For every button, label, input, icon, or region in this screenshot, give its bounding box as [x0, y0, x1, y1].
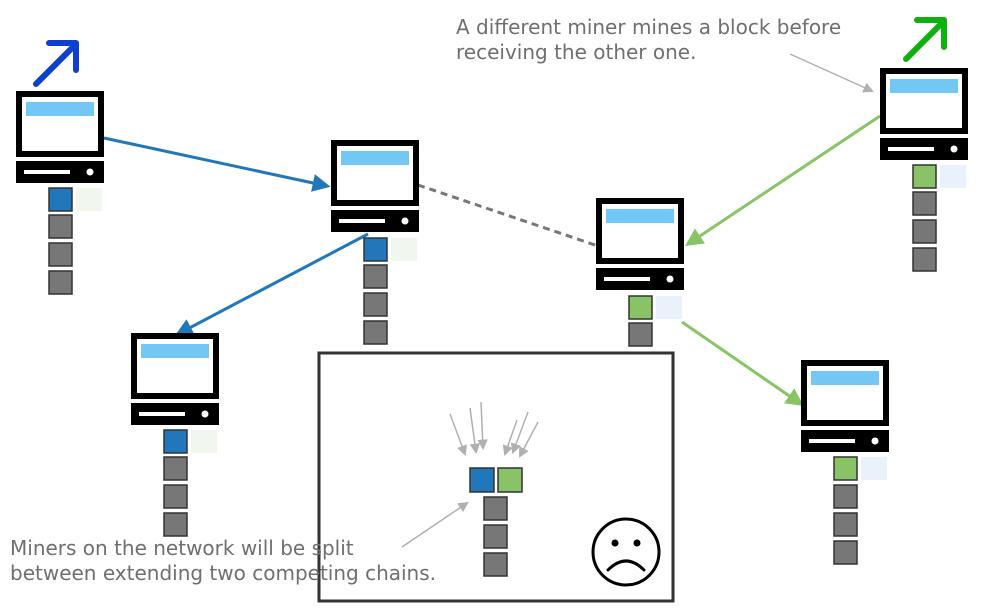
blue-chain-tip — [469, 467, 495, 493]
miner-node-2 — [331, 140, 419, 345]
miner-attention-arrow — [502, 419, 518, 456]
fork-inset — [317, 351, 675, 603]
miner-node-1 — [16, 91, 104, 295]
split-annotation: Miners on the network will be split betw… — [10, 536, 436, 586]
chain-block — [363, 264, 388, 289]
miner-node-3 — [131, 333, 219, 537]
miner-attention-arrow — [469, 407, 481, 455]
chain-block — [363, 292, 388, 317]
chain-block — [483, 524, 508, 549]
annotation-pointer — [401, 501, 469, 548]
up-right-arrow-icon — [903, 17, 947, 62]
chain-block — [163, 484, 188, 509]
chain-block — [912, 219, 937, 244]
annotation-pointer — [789, 53, 874, 93]
chain-block — [163, 512, 188, 537]
new-block — [912, 164, 937, 189]
chain-block — [48, 214, 73, 239]
new-block — [48, 187, 73, 212]
chain-block — [912, 247, 937, 272]
chain-block — [628, 322, 653, 347]
chain-block — [483, 496, 508, 521]
chain-block — [483, 552, 508, 577]
chain-block — [833, 512, 858, 537]
new-block — [628, 295, 653, 320]
block-placeholder — [191, 430, 217, 453]
fork-annotation: A different miner mines a block before r… — [456, 15, 841, 65]
miner-node-5 — [880, 68, 968, 272]
miner-attention-arrow — [477, 401, 488, 451]
miner-attention-arrow — [511, 411, 529, 454]
miner-attention-arrow — [449, 413, 467, 456]
chain-block — [48, 270, 73, 295]
dashed-connection — [417, 183, 599, 248]
computer-icon — [331, 140, 419, 232]
computer-icon — [596, 198, 684, 290]
chain-block — [163, 456, 188, 481]
new-block — [363, 237, 388, 262]
computer-icon — [16, 91, 104, 183]
chain-block — [912, 191, 937, 216]
block-placeholder — [656, 296, 682, 319]
block-placeholder — [391, 238, 417, 261]
new-block — [163, 429, 188, 454]
chain-block — [833, 540, 858, 565]
chain-block — [363, 320, 388, 345]
fork-annotation-line-2: receiving the other one. — [456, 40, 697, 64]
split-annotation-line-2: between extending two competing chains. — [10, 561, 437, 585]
propagation-arrow — [103, 136, 331, 192]
fork-annotation-line-1: A different miner mines a block before — [456, 15, 842, 39]
chain-block — [48, 242, 73, 267]
sad-face-icon — [591, 517, 661, 587]
block-placeholder — [861, 457, 887, 480]
computer-icon — [801, 360, 889, 452]
split-annotation-line-1: Miners on the network will be split — [10, 536, 354, 560]
green-chain-tip — [497, 467, 523, 493]
computer-icon — [880, 68, 968, 160]
chain-block — [833, 484, 858, 509]
block-placeholder — [940, 165, 966, 188]
up-right-arrow-icon — [33, 40, 79, 87]
propagation-arrow — [174, 232, 369, 336]
block-placeholder — [76, 188, 102, 211]
propagation-arrow — [685, 114, 881, 246]
miner-node-6 — [801, 360, 889, 565]
propagation-arrow — [681, 320, 804, 407]
miner-attention-arrow — [519, 421, 539, 458]
computer-icon — [131, 333, 219, 425]
new-block — [833, 456, 858, 481]
